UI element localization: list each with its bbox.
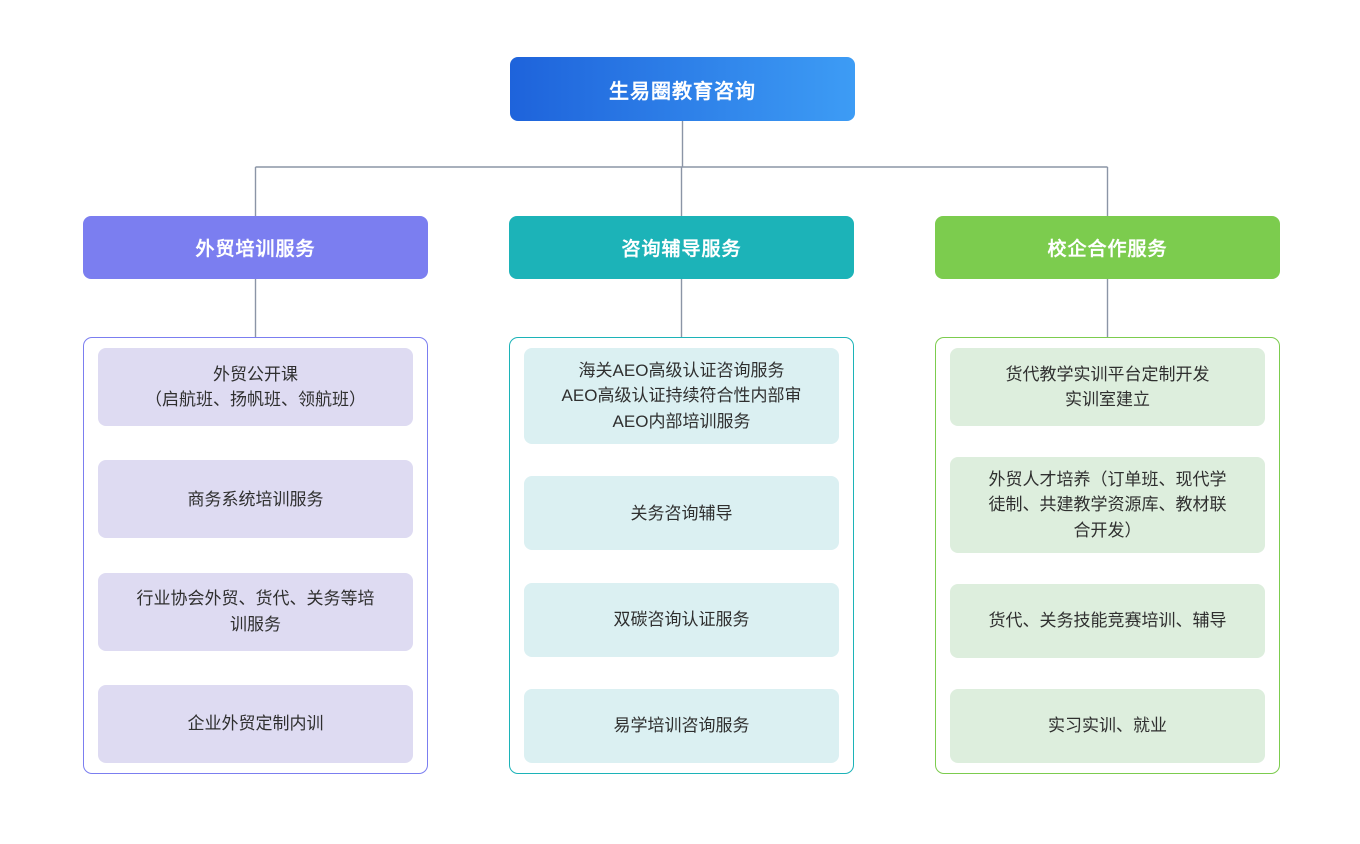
service-item-label: 易学培训咨询服务 bbox=[614, 713, 750, 739]
branch-header-2[interactable]: 校企合作服务 bbox=[935, 216, 1280, 279]
service-item[interactable]: 货代、关务技能竞赛培训、辅导 bbox=[950, 584, 1265, 658]
service-item-line: 徒制、共建教学资源库、教材联 bbox=[988, 495, 1227, 515]
service-item-line: 训服务 bbox=[230, 614, 281, 634]
service-item-label: 行业协会外贸、货代、关务等培训服务 bbox=[137, 586, 375, 637]
service-item[interactable]: 商务系统培训服务 bbox=[98, 460, 413, 539]
service-item[interactable]: 企业外贸定制内训 bbox=[98, 684, 413, 763]
service-item-line: 关务咨询辅导 bbox=[630, 503, 733, 523]
service-item[interactable]: 外贸公开课 （启航班、扬帆班、领航班） bbox=[98, 348, 413, 426]
service-item[interactable]: 实习实训、就业 bbox=[950, 689, 1265, 763]
service-item-line: 商务系统培训服务 bbox=[187, 489, 324, 509]
service-item-label: 商务系统培训服务 bbox=[188, 487, 324, 513]
service-item[interactable]: 双碳咨询认证服务 bbox=[524, 582, 839, 657]
service-item-label: 企业外贸定制内训 bbox=[188, 711, 324, 737]
service-item-line: 实训室建立 bbox=[1065, 390, 1150, 409]
service-item-label: 外贸人才培养（订单班、现代学徒制、共建教学资源库、教材联合开发） bbox=[989, 467, 1227, 544]
service-item-label: 双碳咨询认证服务 bbox=[614, 607, 750, 633]
branch-column-2: 校企合作服务货代教学实训平台定制开发实训室建立外贸人才培养（订单班、现代学徒制、… bbox=[935, 216, 1280, 774]
branch-panel-1: 海关AEO高级认证咨询服务 AEO高级认证持续符合性内部审 AEO内部培训服务关务咨… bbox=[509, 337, 854, 774]
service-item-line: 企业外贸定制内训 bbox=[187, 714, 324, 734]
service-item-label: 外贸公开课 （启航班、扬帆班、领航班） bbox=[145, 362, 366, 413]
branch-panel-0: 外贸公开课 （启航班、扬帆班、领航班） 商务系统培训服务行业协会外贸、货代、关务等培… bbox=[83, 337, 428, 774]
service-item-line: AEO高级认证持续符合性内部审 bbox=[561, 386, 802, 406]
service-item-line: 易学培训咨询服务 bbox=[613, 716, 750, 736]
branch-header-label: 咨询辅导服务 bbox=[621, 239, 742, 260]
branch-panel-2: 货代教学实训平台定制开发实训室建立外贸人才培养（订单班、现代学徒制、共建教学资源… bbox=[935, 337, 1280, 774]
service-item-label: 实习实训、就业 bbox=[1048, 713, 1167, 739]
service-item[interactable]: 行业协会外贸、货代、关务等培训服务 bbox=[98, 572, 413, 651]
branch-column-0: 外贸培训服务外贸公开课 （启航班、扬帆班、领航班） 商务系统培训服务行业协会外贸、货… bbox=[83, 216, 428, 774]
service-item-line: 货代、关务技能竞赛培训、辅导 bbox=[988, 611, 1227, 631]
service-item-label: 关务咨询辅导 bbox=[631, 501, 733, 527]
service-item-label: 货代、关务技能竞赛培训、辅导 bbox=[989, 608, 1227, 634]
service-item-line: 双碳咨询认证服务 bbox=[613, 609, 750, 629]
root-node-label: 生易圈教育咨询 bbox=[609, 80, 756, 103]
root-node[interactable]: 生易圈教育咨询 bbox=[510, 57, 855, 121]
service-item[interactable]: 海关AEO高级认证咨询服务 AEO高级认证持续符合性内部审 AEO内部培训服务 bbox=[524, 348, 839, 444]
service-item-line: 合开发） bbox=[1073, 520, 1142, 540]
service-item[interactable]: 外贸人才培养（订单班、现代学徒制、共建教学资源库、教材联合开发） bbox=[950, 457, 1265, 553]
service-item-line: 海关AEO高级认证咨询服务 bbox=[578, 360, 785, 380]
branch-header-1[interactable]: 咨询辅导服务 bbox=[509, 216, 854, 279]
service-item[interactable]: 易学培训咨询服务 bbox=[524, 688, 839, 763]
service-item-line: 外贸公开课 bbox=[213, 364, 298, 384]
service-item[interactable]: 货代教学实训平台定制开发实训室建立 bbox=[950, 348, 1265, 426]
service-item-line: 外贸人才培养（订单班、现代学 bbox=[988, 469, 1227, 489]
service-item-line: 行业协会外贸、货代、关务等培 bbox=[136, 589, 375, 609]
service-item-line: 实习实训、就业 bbox=[1048, 716, 1167, 736]
branch-header-0[interactable]: 外贸培训服务 bbox=[83, 216, 428, 279]
service-item-line: AEO内部培训服务 bbox=[612, 411, 751, 431]
branch-header-label: 外贸培训服务 bbox=[195, 239, 316, 260]
service-item-label: 海关AEO高级认证咨询服务 AEO高级认证持续符合性内部审 AEO内部培训服务 bbox=[562, 358, 802, 435]
service-item[interactable]: 关务咨询辅导 bbox=[524, 476, 839, 551]
service-item-line: 货代教学实训平台定制开发 bbox=[1005, 364, 1210, 384]
service-item-label: 货代教学实训平台定制开发实训室建立 bbox=[1006, 362, 1210, 413]
branch-header-label: 校企合作服务 bbox=[1047, 239, 1168, 260]
branch-column-1: 咨询辅导服务海关AEO高级认证咨询服务 AEO高级认证持续符合性内部审 AEO内部培… bbox=[509, 216, 854, 774]
service-item-line: （启航班、扬帆班、领航班） bbox=[145, 390, 366, 409]
